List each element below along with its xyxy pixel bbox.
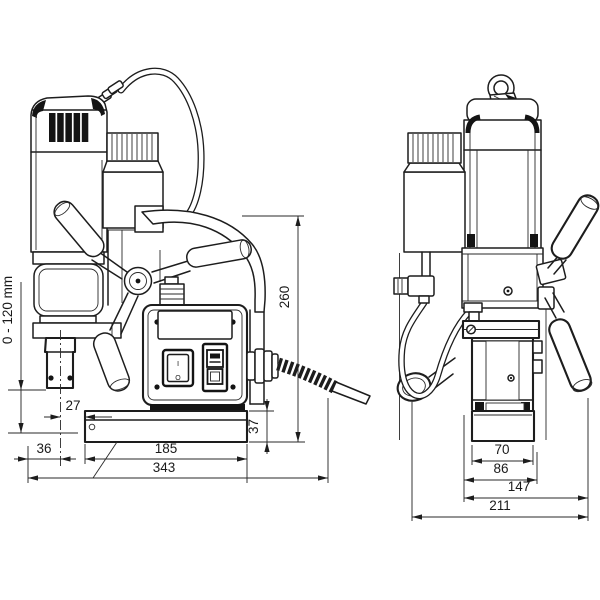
gearbox-rear	[461, 247, 544, 309]
dim-axis-offset-label: 27	[65, 398, 80, 413]
magnet-base	[83, 404, 249, 479]
motor-body-rear	[463, 98, 542, 250]
handle-grip-lower	[92, 292, 139, 392]
dim-front-to-axis-label: 36	[36, 441, 51, 456]
dim-flange-width: 86	[463, 415, 538, 502]
dim-stroke-range-label: 0 - 120 mm	[0, 276, 15, 344]
dim-overall-width-label: 211	[489, 498, 511, 513]
dimension-annotations-front: 0 - 120 mm 27 36 185	[0, 215, 329, 483]
dim-axis-offset: 27	[44, 398, 112, 464]
dim-overall-width: 211	[411, 402, 588, 521]
switch-on-mark: I	[177, 359, 179, 368]
spindle-cap	[159, 276, 185, 307]
dim-base-height: 37	[246, 399, 305, 454]
rear-handles	[535, 194, 600, 393]
dim-body-width: 147	[464, 398, 589, 521]
coolant-valve	[393, 275, 435, 304]
coolant-bottle	[102, 132, 164, 229]
dim-flange-width-label: 86	[493, 461, 508, 476]
dim-base-length: 185	[85, 441, 248, 483]
carry-handle-arc	[134, 205, 266, 313]
handle-grip-upper-rear	[547, 194, 600, 275]
dim-height-label: 260	[277, 286, 292, 309]
mode-switch-module	[201, 342, 229, 393]
dim-base-width-label: 70	[494, 442, 509, 457]
control-panel: I O	[141, 303, 249, 407]
feed-hub	[123, 266, 153, 296]
dimension-annotations-side: 70 86 147 211	[411, 398, 589, 521]
dim-overall-length: 343	[28, 398, 329, 483]
magnet-base-rear	[470, 409, 536, 443]
spindle-coupler	[463, 302, 483, 323]
side-view	[393, 74, 600, 443]
coolant-hose	[398, 299, 473, 400]
dim-stroke-range: 0 - 120 mm	[0, 276, 78, 434]
base-leader-line	[92, 441, 118, 479]
feed-handle	[53, 200, 252, 392]
cable-gland	[246, 348, 279, 384]
dim-base-height-label: 37	[246, 419, 261, 434]
slide-flange-rear	[461, 319, 541, 340]
motor-housing	[30, 95, 108, 324]
dim-base-length-label: 185	[155, 441, 178, 456]
pedestal-rear	[470, 338, 543, 412]
handle-grip-right	[151, 239, 252, 284]
dim-front-to-axis: 36	[14, 441, 76, 483]
coolant-bottle-rear	[403, 132, 466, 280]
drill-chuck	[43, 336, 77, 390]
handle-clamp	[535, 258, 567, 310]
front-view: I O	[30, 67, 371, 479]
dim-body-width-label: 147	[508, 479, 531, 494]
dim-overall-length-label: 343	[153, 460, 176, 475]
power-cable-arc	[117, 67, 205, 220]
bottle-cap-icon	[106, 132, 159, 162]
switch-off-mark: O	[175, 375, 181, 382]
handle-grip-lower-rear	[544, 292, 593, 393]
dim-height: 260	[242, 215, 304, 442]
vent-slots-icon	[49, 113, 89, 142]
handle-grip-upper-left	[53, 200, 128, 280]
dim-base-width: 70	[471, 442, 534, 465]
coiled-cord	[276, 357, 371, 405]
rating-plate	[157, 310, 233, 340]
power-rocker-switch: I O	[161, 348, 195, 388]
